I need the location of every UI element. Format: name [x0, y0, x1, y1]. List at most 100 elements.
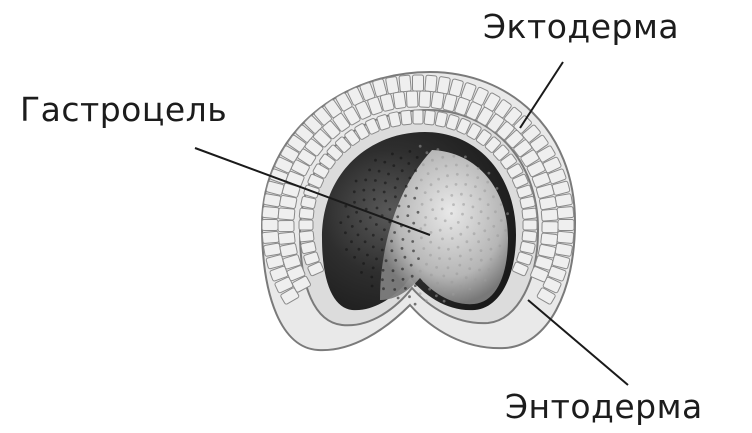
cell — [388, 112, 401, 128]
texture-dot — [450, 227, 453, 230]
texture-dot — [465, 276, 468, 279]
texture-dot — [466, 164, 469, 167]
cell — [419, 91, 431, 108]
cell — [541, 233, 558, 246]
cell — [425, 75, 437, 92]
texture-dot — [469, 249, 472, 252]
texture-dot — [402, 238, 405, 241]
texture-dot — [435, 294, 438, 297]
texture-dot — [364, 240, 367, 243]
cell — [299, 220, 313, 230]
texture-dot — [423, 280, 426, 283]
texture-dot — [392, 269, 395, 272]
texture-dot — [389, 208, 392, 211]
texture-dot — [470, 216, 473, 219]
gastrocoel-label: Гастроцель — [20, 93, 227, 126]
cell — [424, 110, 435, 125]
texture-dot — [391, 249, 394, 252]
texture-dot — [444, 288, 447, 291]
cell — [262, 206, 279, 218]
texture-dot — [457, 221, 460, 224]
texture-dot — [355, 180, 358, 183]
cell — [520, 196, 536, 209]
texture-dot — [401, 247, 404, 250]
endoderm-label: Энтодерма — [505, 390, 703, 423]
texture-dot — [435, 266, 438, 269]
texture-dot — [483, 229, 486, 232]
texture-dot — [360, 271, 363, 274]
texture-dot — [442, 275, 445, 278]
texture-dot — [420, 179, 423, 182]
texture-dot — [394, 259, 397, 262]
texture-dot — [402, 278, 405, 281]
texture-dot — [486, 181, 489, 184]
texture-dot — [492, 195, 495, 198]
texture-dot — [494, 210, 497, 213]
cell — [558, 220, 574, 231]
texture-dot — [408, 230, 411, 233]
texture-dot — [480, 259, 483, 262]
cell — [413, 75, 424, 91]
texture-dot — [441, 198, 444, 201]
texture-dot — [383, 228, 386, 231]
texture-dot — [459, 285, 462, 288]
texture-dot — [359, 220, 362, 223]
cell — [431, 92, 444, 109]
texture-dot — [404, 194, 407, 197]
texture-dot — [490, 258, 493, 261]
texture-dot — [434, 217, 437, 220]
texture-dot — [363, 199, 366, 202]
cell — [522, 231, 537, 242]
texture-dot — [450, 194, 453, 197]
cell — [299, 208, 314, 219]
ectoderm-label: Эктодерма — [483, 10, 679, 43]
cell — [541, 209, 558, 221]
texture-dot — [345, 248, 348, 251]
texture-dot — [414, 169, 417, 172]
texture-dot — [476, 176, 479, 179]
cell — [299, 231, 314, 242]
texture-dot — [339, 221, 342, 224]
texture-dot — [382, 269, 385, 272]
cell — [263, 193, 281, 207]
texture-dot — [424, 216, 427, 219]
texture-dot — [470, 194, 473, 197]
texture-dot — [488, 268, 491, 271]
texture-dot — [382, 287, 385, 290]
texture-dot — [427, 172, 430, 175]
texture-dot — [383, 161, 386, 164]
texture-dot — [364, 179, 367, 182]
texture-dot — [401, 169, 404, 172]
cell — [278, 221, 294, 232]
texture-dot — [362, 262, 365, 265]
texture-dot — [464, 183, 467, 186]
texture-dot — [430, 198, 433, 201]
texture-dot — [357, 234, 360, 237]
texture-dot — [347, 215, 350, 218]
texture-dot — [411, 240, 414, 243]
texture-dot — [413, 197, 416, 200]
texture-dot — [344, 231, 347, 234]
cell — [262, 220, 278, 231]
cell — [263, 243, 281, 257]
texture-dot — [420, 236, 423, 239]
texture-dot — [369, 216, 372, 219]
cell — [539, 196, 557, 210]
texture-dot — [426, 151, 429, 154]
cell — [401, 110, 412, 125]
texture-dot — [455, 183, 458, 186]
texture-dot — [374, 179, 377, 182]
texture-dot — [366, 254, 369, 257]
texture-dot — [480, 210, 483, 213]
texture-dot — [424, 191, 427, 194]
texture-dot — [409, 150, 412, 153]
texture-dot — [431, 208, 434, 211]
texture-dot — [451, 237, 454, 240]
texture-dot — [474, 185, 477, 188]
texture-dot — [425, 263, 428, 266]
texture-dot — [415, 187, 418, 190]
texture-dot — [424, 224, 427, 227]
texture-dot — [362, 189, 365, 192]
cell — [399, 75, 411, 92]
